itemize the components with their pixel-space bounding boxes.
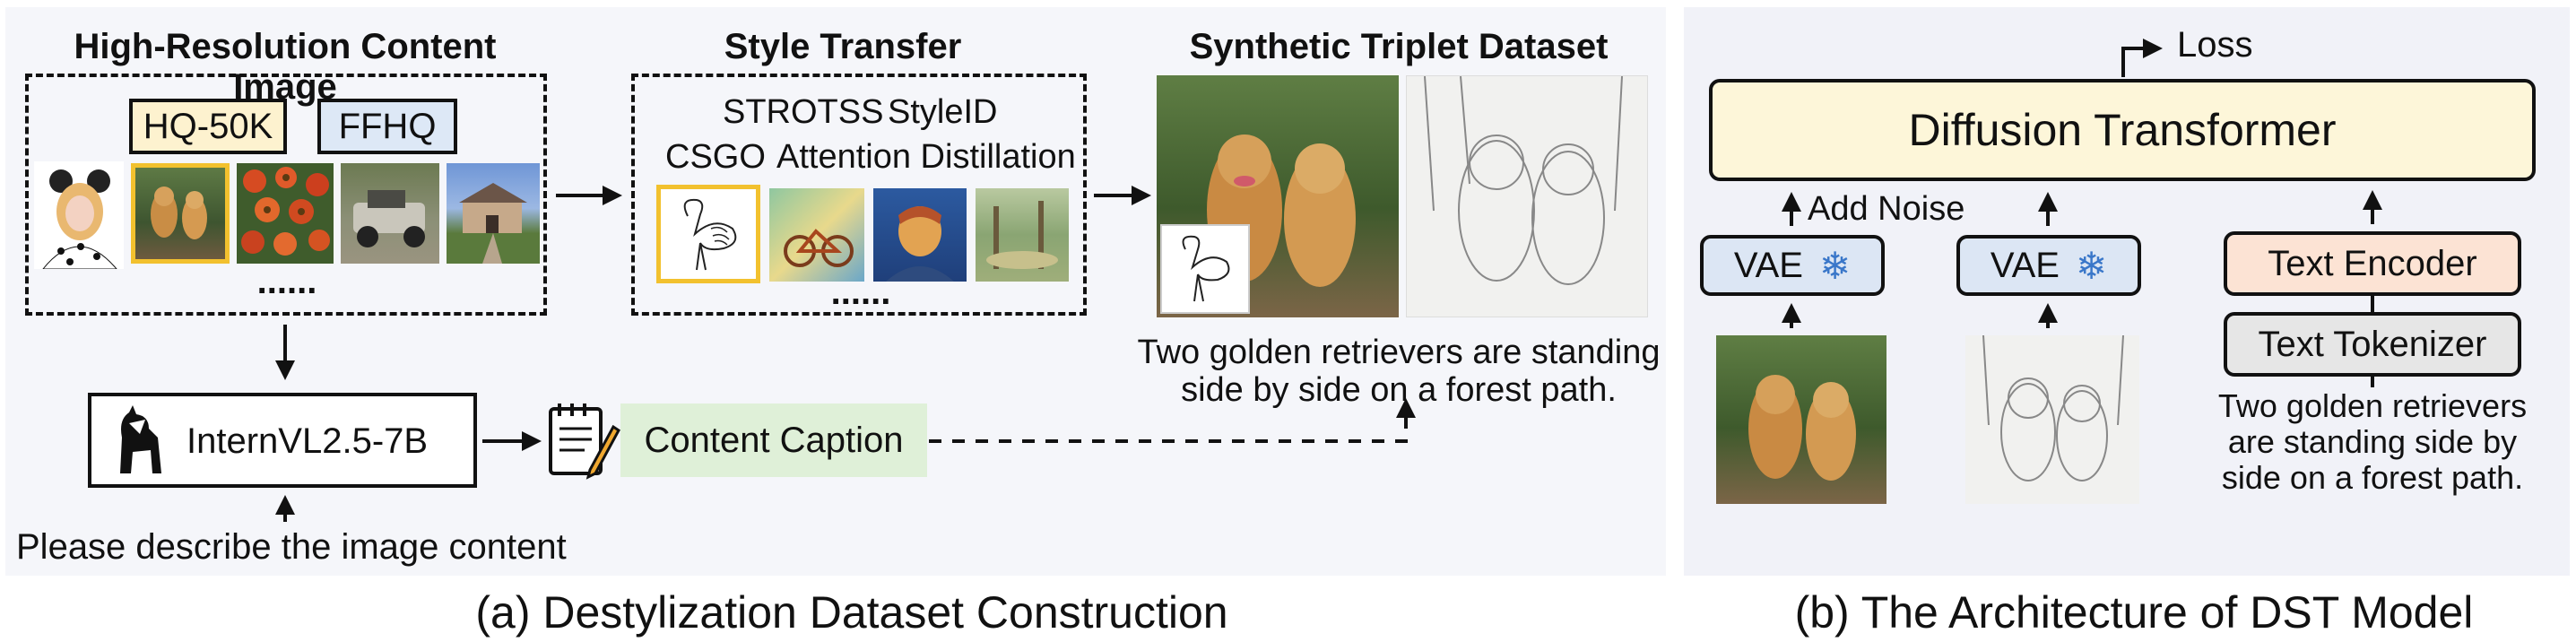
bicycle-painting-style xyxy=(769,188,864,282)
snowflake-icon: ❄ xyxy=(2075,244,2108,287)
text-tokenizer-box: Text Tokenizer xyxy=(2224,312,2521,377)
content-caption-box: Content Caption xyxy=(620,403,927,477)
impressionist-garden-style xyxy=(976,188,1069,282)
internvl-label: InternVL2.5-7B xyxy=(186,421,429,461)
content-image-group xyxy=(25,74,547,316)
flamingo-sketch-style xyxy=(656,185,760,283)
dst-prompt-line3: side on a forest path. xyxy=(2221,459,2524,496)
text-encoder-box: Text Encoder xyxy=(2224,231,2521,296)
triplet-stylized-sketch xyxy=(1406,75,1648,317)
vae-label-1: VAE xyxy=(1733,245,1803,285)
flowers-thumbnail xyxy=(237,163,334,264)
notepad-pencil-icon xyxy=(545,400,620,482)
vae-box-style: VAE ❄ xyxy=(1956,235,2141,296)
style-transfer-group xyxy=(631,74,1087,316)
portrait-thumbnail xyxy=(34,161,124,269)
loss-label: Loss xyxy=(2177,25,2253,65)
dst-prompt-line1: Two golden retrievers xyxy=(2217,387,2528,424)
method-csgo: CSGO xyxy=(665,138,766,176)
flamingo-sketch-icon xyxy=(683,198,737,271)
hq50k-tag: HQ-50K xyxy=(129,99,287,154)
method-attention-distillation: Attention Distillation xyxy=(776,138,1076,176)
house-thumbnail xyxy=(447,163,540,264)
triplet-content-photo xyxy=(1157,75,1399,317)
panel-a-caption: (a) Destylization Dataset Construction xyxy=(475,587,1228,638)
content-caption-label: Content Caption xyxy=(644,420,904,460)
add-noise-label: Add Noise xyxy=(1808,190,1965,228)
text-tokenizer-label: Text Tokenizer xyxy=(2258,324,2487,364)
style-ellipsis: ...... xyxy=(830,273,891,312)
golden-retrievers-thumbnail xyxy=(131,163,230,264)
prompt-text: Please describe the image content xyxy=(16,527,567,567)
content-ellipsis: ...... xyxy=(256,262,317,301)
vae-label-2: VAE xyxy=(1990,245,2060,285)
dst-stylized-sketch xyxy=(1965,335,2139,504)
vae-box-content: VAE ❄ xyxy=(1700,235,1885,296)
method-strotss: STROTSS xyxy=(723,93,884,131)
arrow-caption-to-triplet xyxy=(929,398,1416,443)
panel-b-caption: (b) The Architecture of DST Model xyxy=(1794,587,2474,638)
triplet-style-inset xyxy=(1160,224,1250,314)
diffusion-transformer-label: Diffusion Transformer xyxy=(1908,105,2337,155)
triplet-title: Synthetic Triplet Dataset xyxy=(1189,27,1609,66)
vintage-car-thumbnail xyxy=(341,163,439,264)
dst-content-photo xyxy=(1716,335,1886,504)
diffusion-transformer-box: Diffusion Transformer xyxy=(1709,79,2536,181)
triplet-caption-line1: Two golden retrievers are standing xyxy=(1137,334,1661,371)
ffhq-tag: FFHQ xyxy=(317,99,457,154)
snowflake-icon: ❄ xyxy=(1818,244,1852,287)
dst-prompt-line2: are standing side by xyxy=(2227,423,2518,460)
text-encoder-label: Text Encoder xyxy=(2268,243,2477,283)
method-styleid: StyleID xyxy=(888,93,998,131)
style-transfer-title: Style Transfer xyxy=(724,27,962,66)
arrow-dit-to-loss xyxy=(2121,39,2163,77)
llama-logo-icon xyxy=(102,402,174,479)
van-gogh-portrait-style xyxy=(873,188,967,282)
